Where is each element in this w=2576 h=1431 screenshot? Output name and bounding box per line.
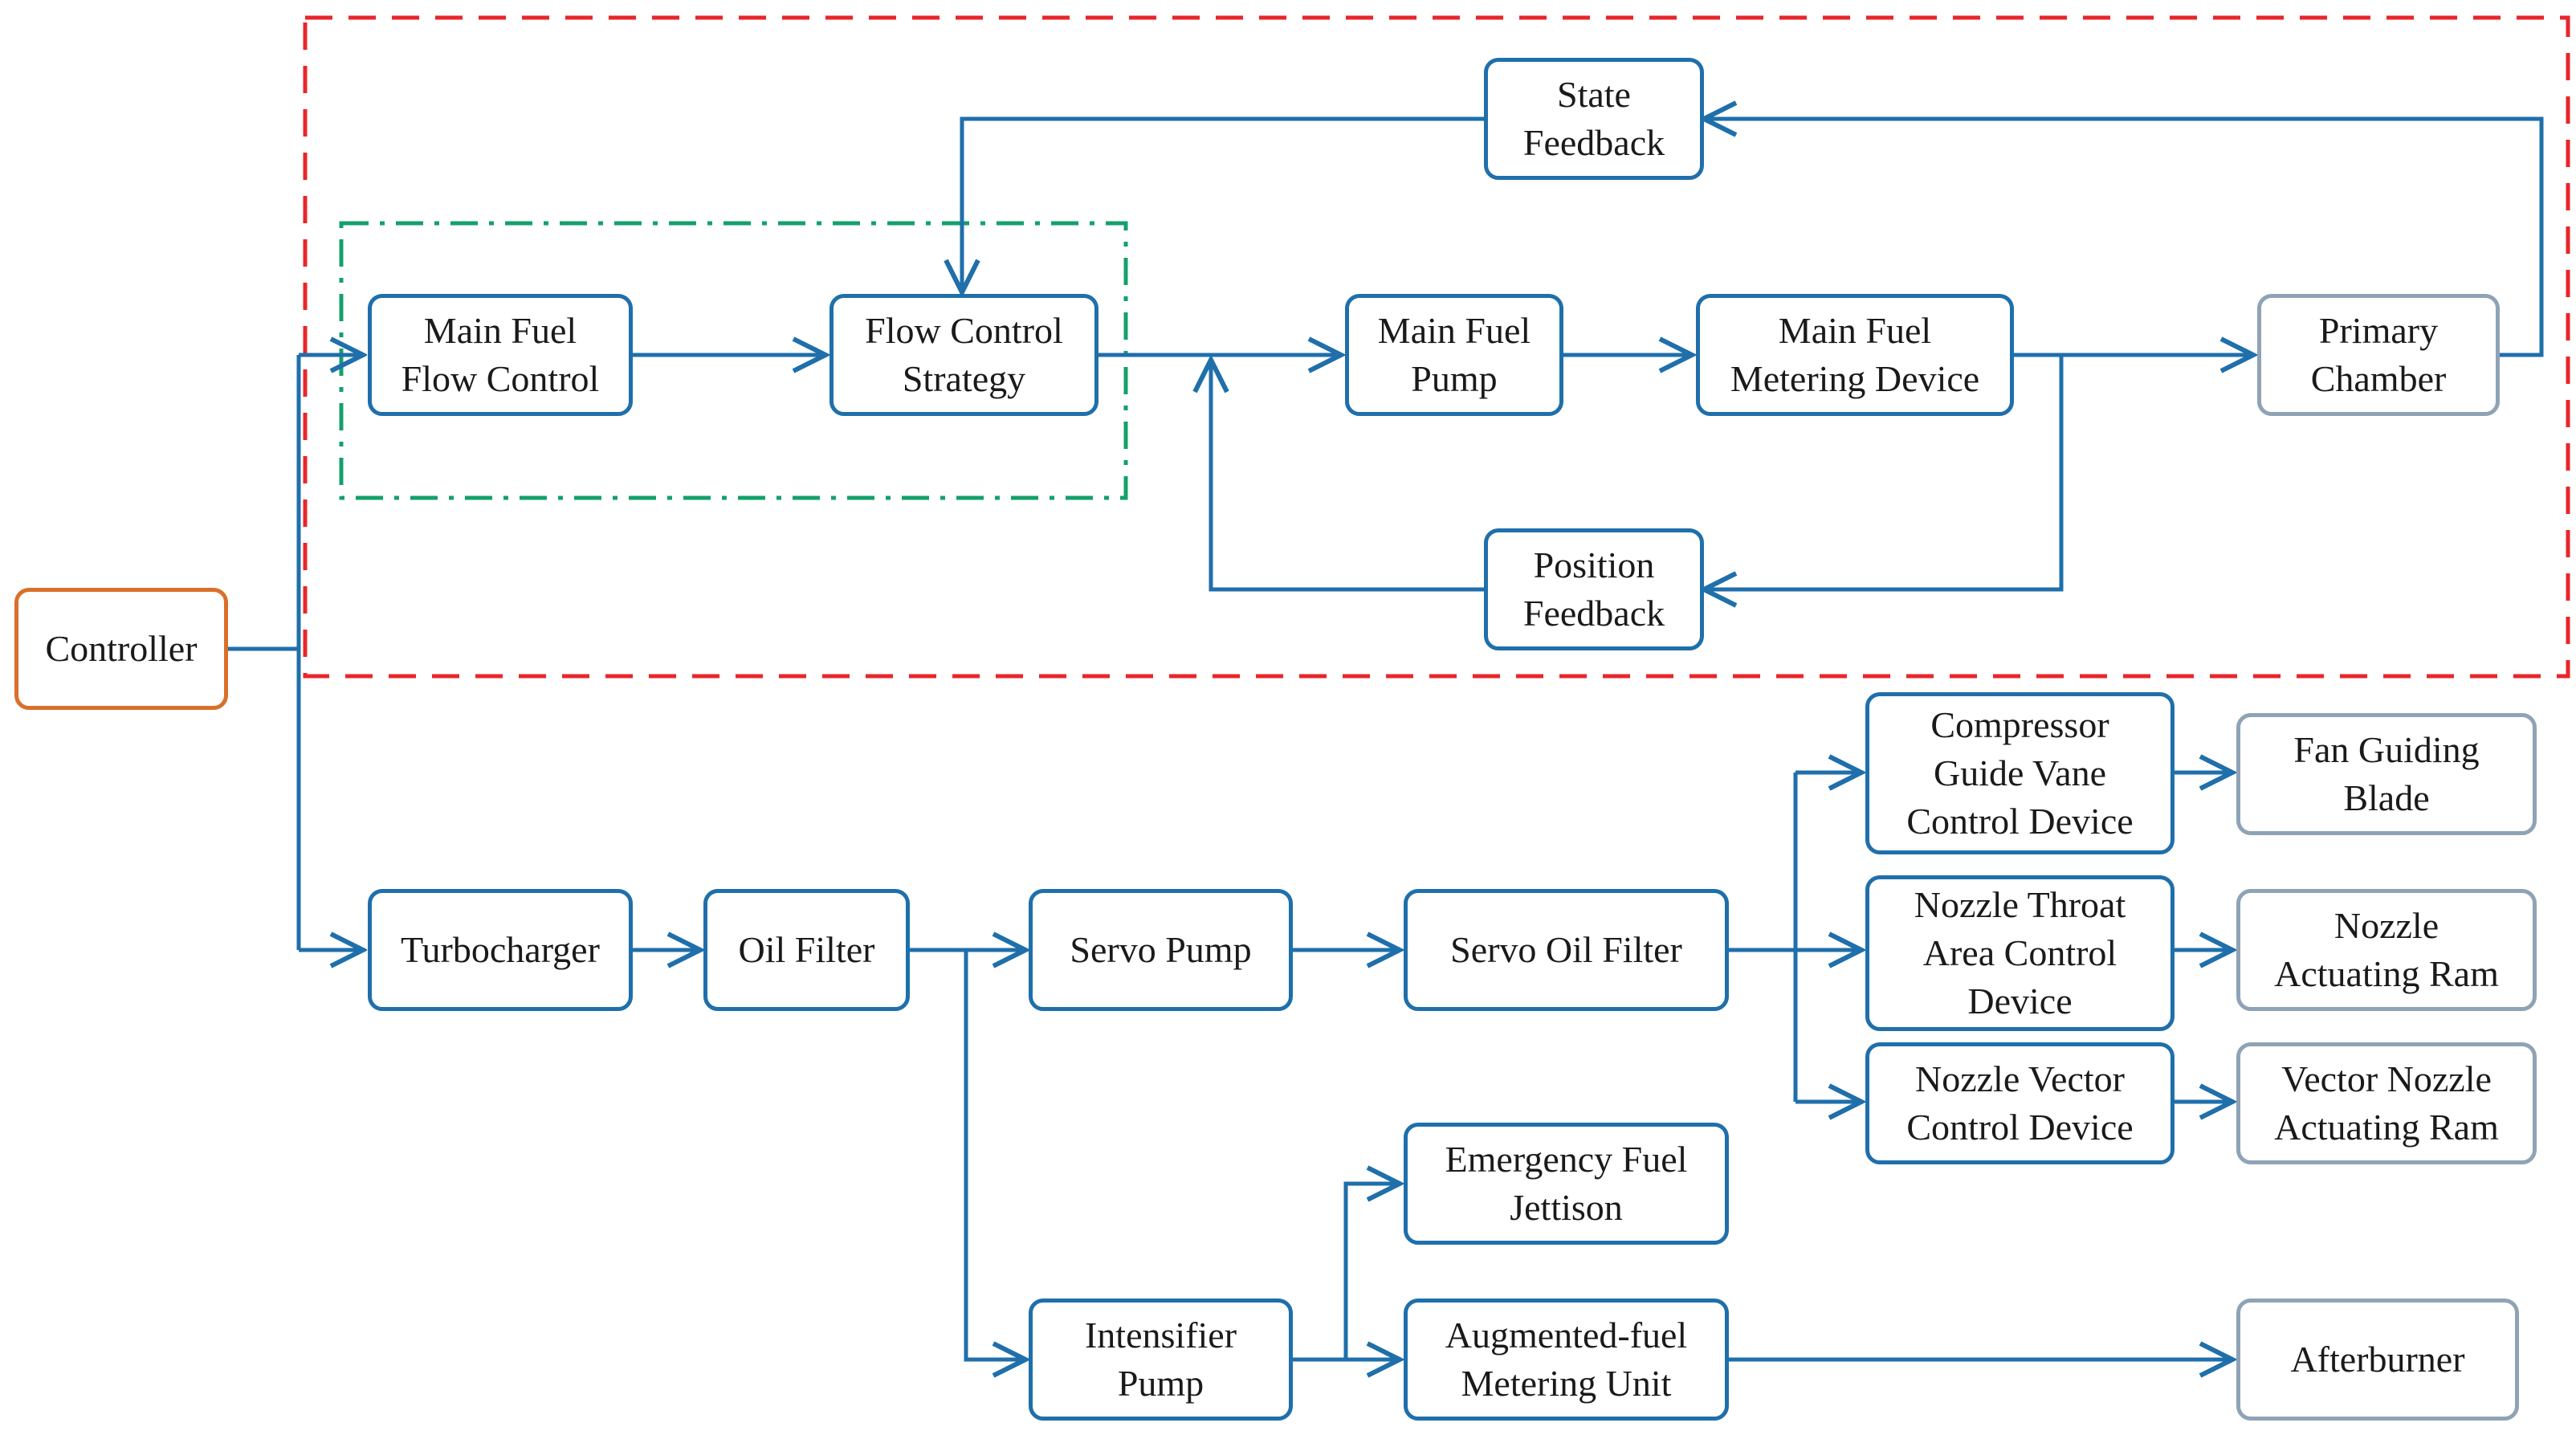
- fan-guiding-blade-node[interactable]: Fan Guiding Blade: [2236, 713, 2537, 835]
- edge-mfmd-position-feedback: [1704, 355, 2064, 589]
- main-fuel-flow-control-node[interactable]: Main Fuel Flow Control: [368, 294, 633, 416]
- edge-oil-filter-intensifier: [964, 950, 1025, 1360]
- augmented-fuel-metering-node[interactable]: Augmented-fuel Metering Unit: [1404, 1298, 1729, 1421]
- nozzle-actuating-ram-node[interactable]: Nozzle Actuating Ram: [2236, 889, 2537, 1011]
- vector-nozzle-actuating-ram-node[interactable]: Vector Nozzle Actuating Ram: [2236, 1042, 2537, 1164]
- fuel-control-loop-boundary: [303, 15, 2570, 679]
- afterburner-node[interactable]: Afterburner: [2236, 1298, 2519, 1421]
- flow-control-strategy-node[interactable]: Flow Control Strategy: [829, 294, 1098, 416]
- turbocharger-node[interactable]: Turbocharger: [368, 889, 633, 1011]
- emergency-fuel-jettison-node[interactable]: Emergency Fuel Jettison: [1404, 1123, 1729, 1245]
- edge-intensifier-emergency-jettison: [1343, 1184, 1400, 1360]
- main-fuel-pump-node[interactable]: Main Fuel Pump: [1345, 294, 1563, 416]
- intensifier-pump-node[interactable]: Intensifier Pump: [1029, 1298, 1293, 1421]
- servo-oil-filter-node[interactable]: Servo Oil Filter: [1404, 889, 1729, 1011]
- nozzle-throat-area-node[interactable]: Nozzle Throat Area Control Device: [1865, 875, 2175, 1031]
- servo-pump-node[interactable]: Servo Pump: [1029, 889, 1293, 1011]
- edge-state-feedback-fcs: [962, 116, 1484, 292]
- edge-primary-state-feedback: [1704, 119, 2544, 357]
- controller-node[interactable]: Controller: [14, 588, 228, 710]
- position-feedback-node[interactable]: Position Feedback: [1484, 528, 1704, 650]
- primary-chamber-node[interactable]: Primary Chamber: [2257, 294, 2500, 416]
- main-fuel-metering-device-node[interactable]: Main Fuel Metering Device: [1696, 294, 2014, 416]
- oil-filter-node[interactable]: Oil Filter: [703, 889, 910, 1011]
- compressor-guide-vane-node[interactable]: Compressor Guide Vane Control Device: [1865, 692, 2175, 854]
- nozzle-vector-control-node[interactable]: Nozzle Vector Control Device: [1865, 1042, 2175, 1164]
- edge-position-feedback-junction: [1211, 360, 1484, 592]
- state-feedback-node[interactable]: State Feedback: [1484, 58, 1704, 180]
